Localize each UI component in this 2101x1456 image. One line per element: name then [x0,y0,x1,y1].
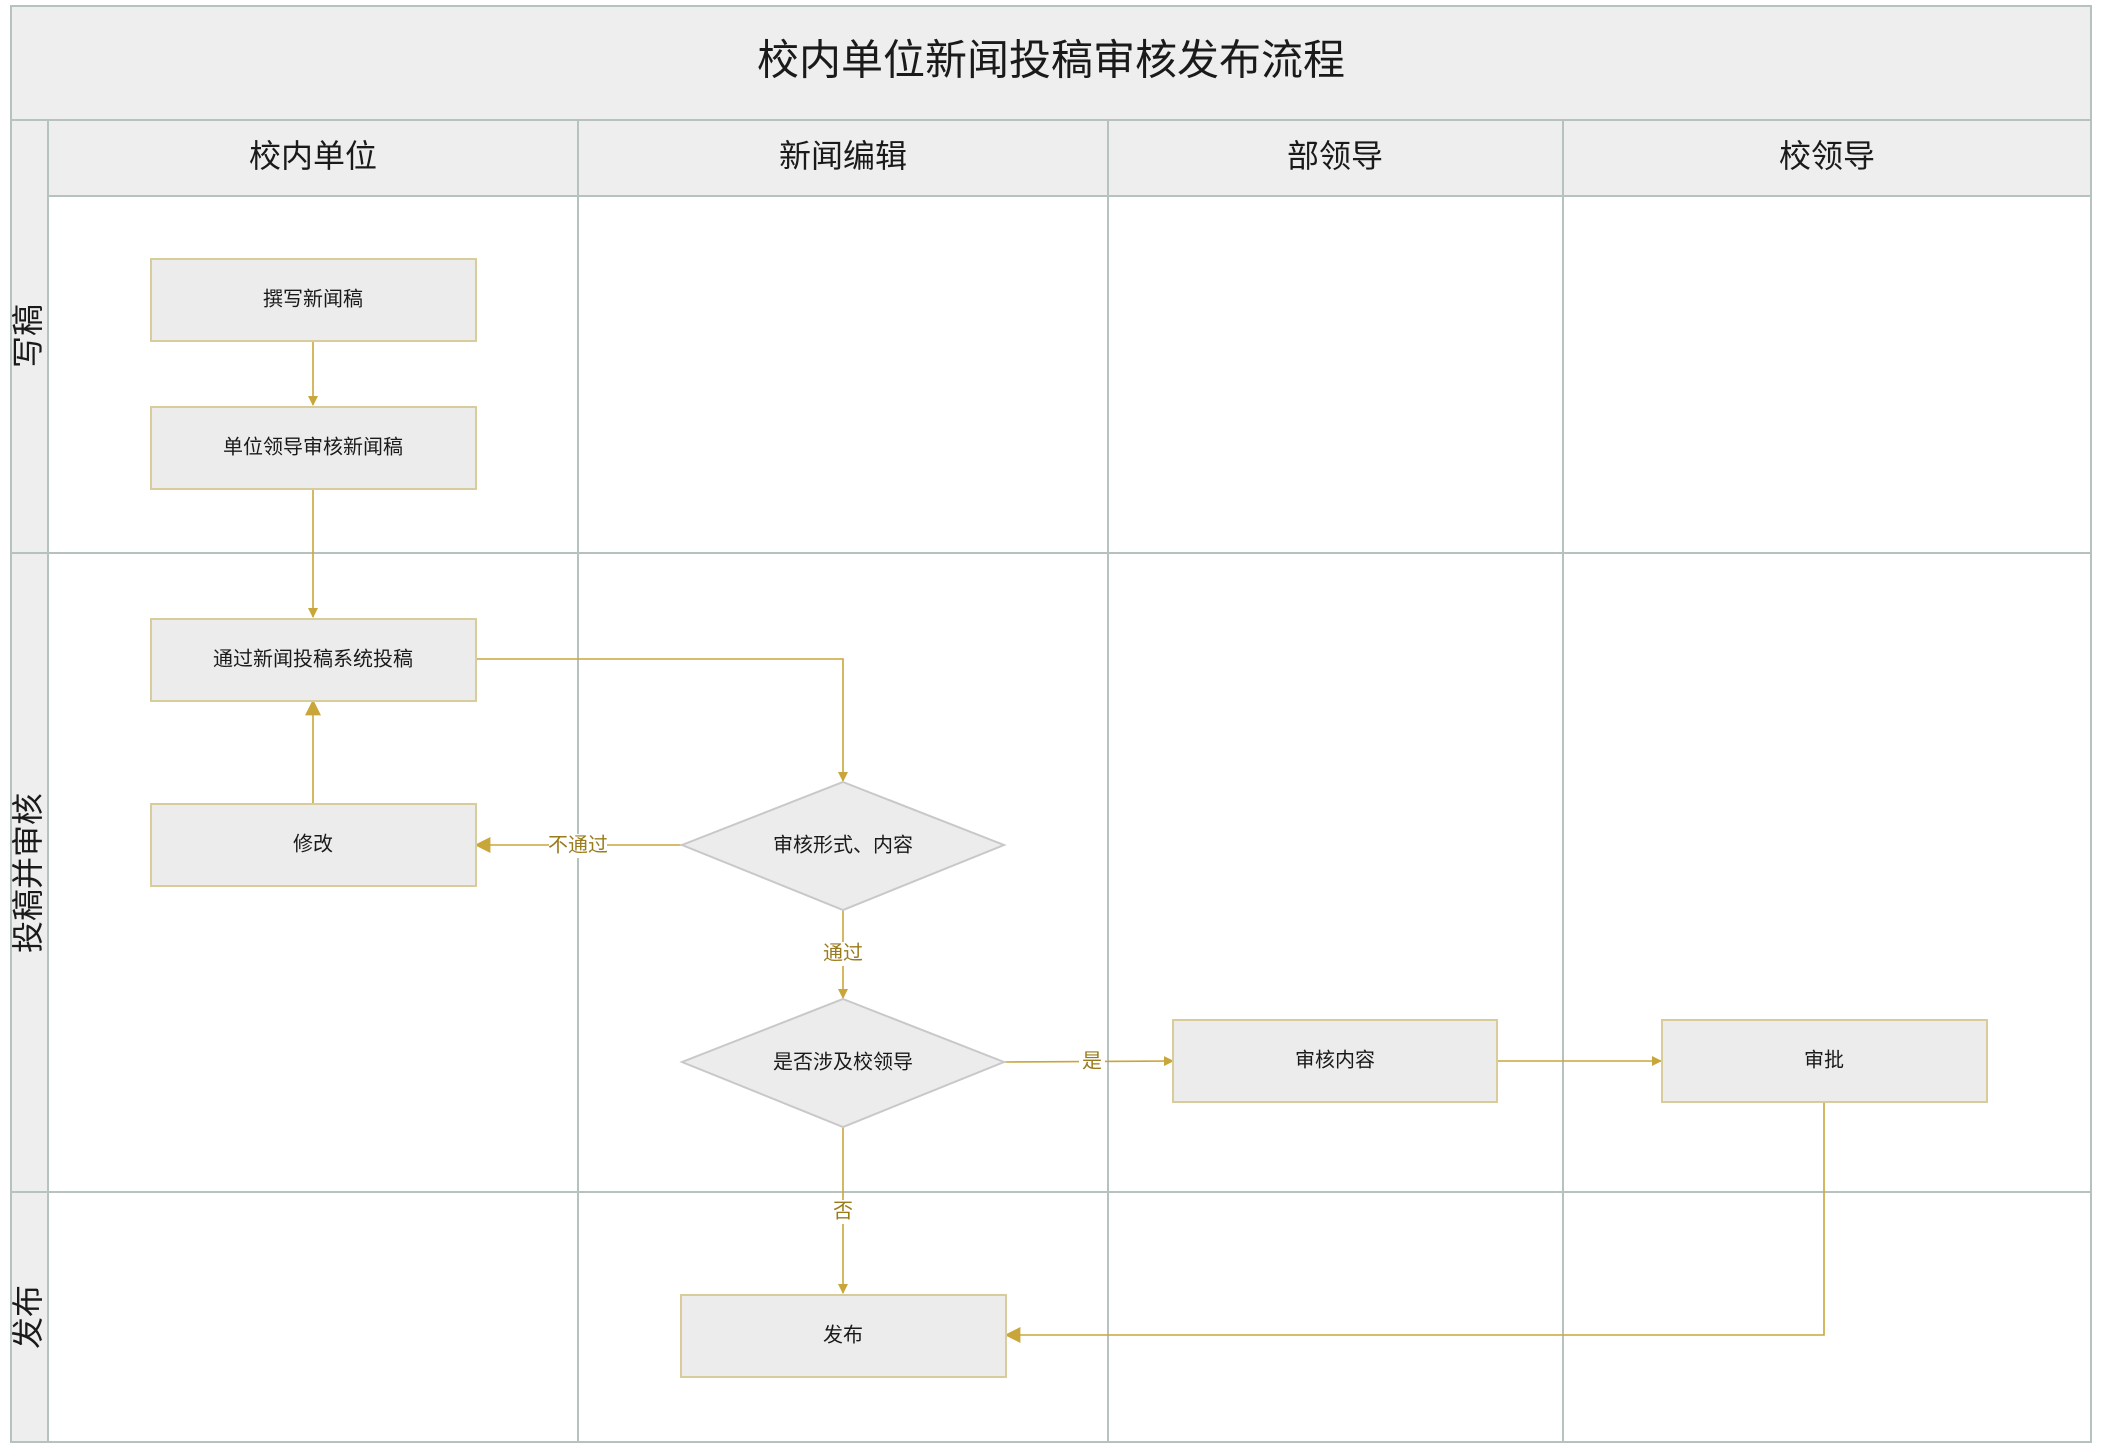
edge-label-bg-reject [549,834,607,858]
row-header-publish: 发布 [9,1285,47,1349]
edge-label-pass: 通过 [823,941,863,965]
row-header-submit-review: 投稿并审核 [9,793,47,953]
edge-submit-to-check [476,658,848,782]
node-publish: 发布 [680,1294,1007,1378]
edge-label-yes: 是 [1082,1049,1102,1073]
connectors [305,341,1825,1343]
node-publish-label: 发布 [823,1323,863,1347]
node-approve: 审批 [1661,1019,1988,1103]
diagram-title: 校内单位新闻投稿审核发布流程 [757,36,1345,85]
node-dept-review-label: 审核内容 [1295,1048,1375,1072]
title-header [11,6,2091,120]
node-submit: 通过新闻投稿系统投稿 [150,618,477,702]
node-write-label: 撰写新闻稿 [263,287,363,311]
node-revise-label: 修改 [293,832,333,856]
edge-label-bg-no [831,1200,855,1224]
edge-label-no: 否 [833,1199,853,1223]
node-unit-review-label: 单位领导审核新闻稿 [223,435,403,459]
edge-label-reject: 不通过 [548,833,608,857]
node-involves-leader-label: 是否涉及校领导 [773,1050,913,1074]
edge-label-bg-pass [821,942,865,966]
node-approve-label: 审批 [1804,1048,1844,1072]
column-header-news-editor: 新闻编辑 [779,137,907,175]
column-header-campus-unit: 校内单位 [249,137,377,175]
column-header-school-leader: 校领导 [1779,137,1875,175]
swimlane-grid [10,5,2092,1443]
column-header-bar [48,120,2091,196]
node-submit-label: 通过新闻投稿系统投稿 [213,647,413,671]
row-header-bar [11,120,48,1442]
node-involves-leader-decision: 是否涉及校领导 [679,997,1007,1129]
edge-label-bg-yes [1079,1050,1105,1074]
column-header-dept-leader: 部领导 [1287,137,1383,175]
edge-approve-to-publish [1004,1102,1825,1343]
row-header-write: 写稿 [9,304,47,368]
node-unit-review: 单位领导审核新闻稿 [150,406,477,490]
node-revise: 修改 [150,803,477,887]
node-check-form-decision: 审核形式、内容 [679,780,1007,912]
node-write: 撰写新闻稿 [150,258,477,342]
node-check-form-label: 审核形式、内容 [773,833,913,857]
node-dept-review: 审核内容 [1172,1019,1498,1103]
